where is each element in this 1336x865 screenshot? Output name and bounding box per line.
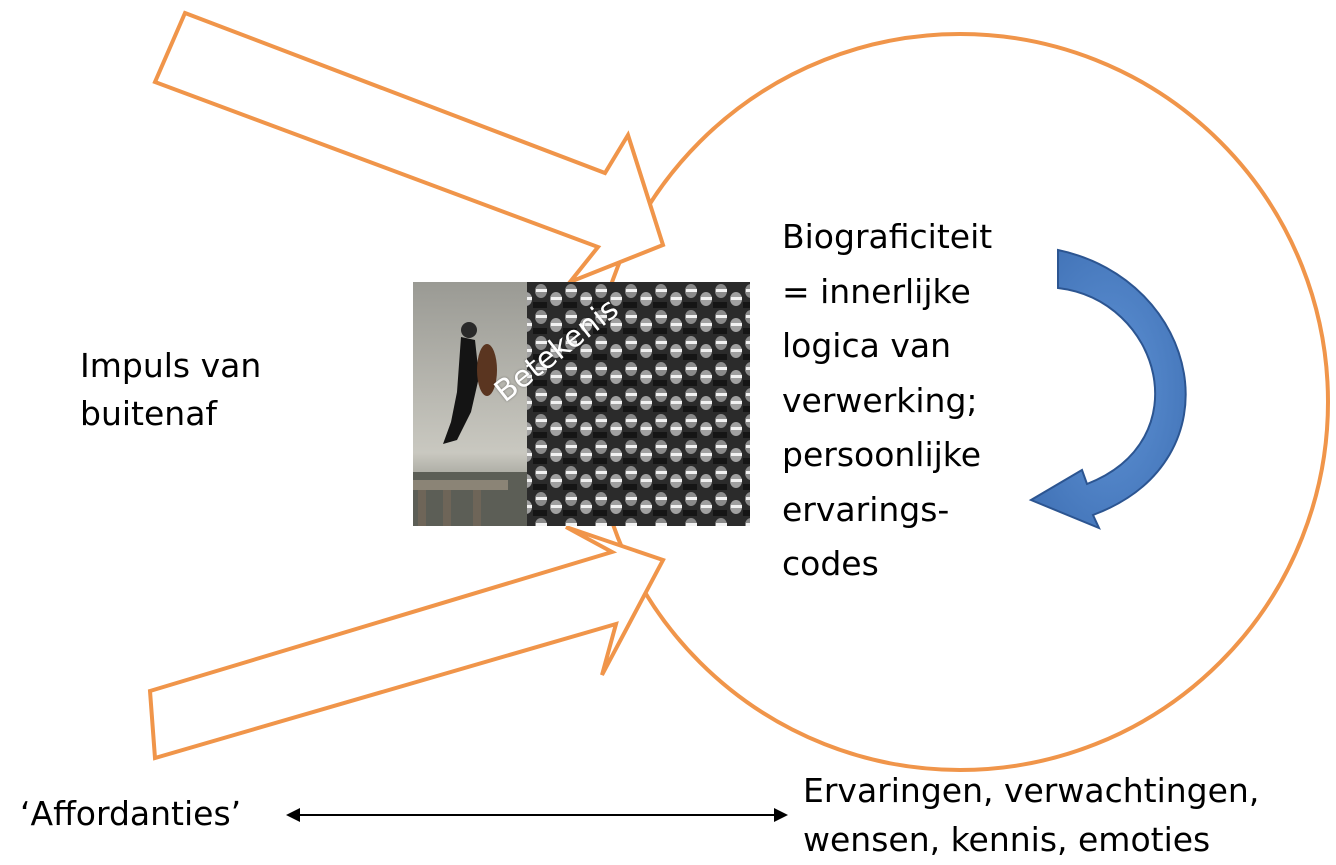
lower-block-arrow [147, 525, 666, 761]
bio-line-5: persoonlijke [782, 435, 982, 474]
blue-curved-arrow [1028, 248, 1187, 530]
double-arrow-head-right [774, 808, 788, 822]
flying-cellist-photo [413, 282, 527, 526]
meaning-photo [413, 282, 750, 526]
affordances-label: ‘Affordanties’ [20, 794, 242, 833]
bio-line-2: = innerlijke [782, 271, 971, 311]
bio-line-1: Biograficiteit [782, 217, 993, 256]
experiences-label-line2: wensen, kennis, emoties [803, 820, 1211, 859]
bio-line-6: ervarings- [782, 489, 950, 529]
bio-line-7: codes [782, 544, 879, 583]
double-arrow-head-left [286, 808, 300, 822]
3d-glasses-audience-photo [527, 282, 750, 526]
experiences-label-line1: Ervaringen, verwachtingen, [803, 771, 1260, 810]
bio-line-3: logica van [782, 326, 951, 365]
photo-collage [413, 282, 750, 526]
impulse-label-line1: Impuls van [80, 346, 262, 385]
upper-block-arrow [152, 10, 666, 287]
bio-line-4: verwerking; [782, 380, 978, 420]
impulse-label-line2: buitenaf [80, 394, 218, 433]
biograficiteit-text: Biograficiteit = innerlijke logica van v… [782, 210, 992, 592]
